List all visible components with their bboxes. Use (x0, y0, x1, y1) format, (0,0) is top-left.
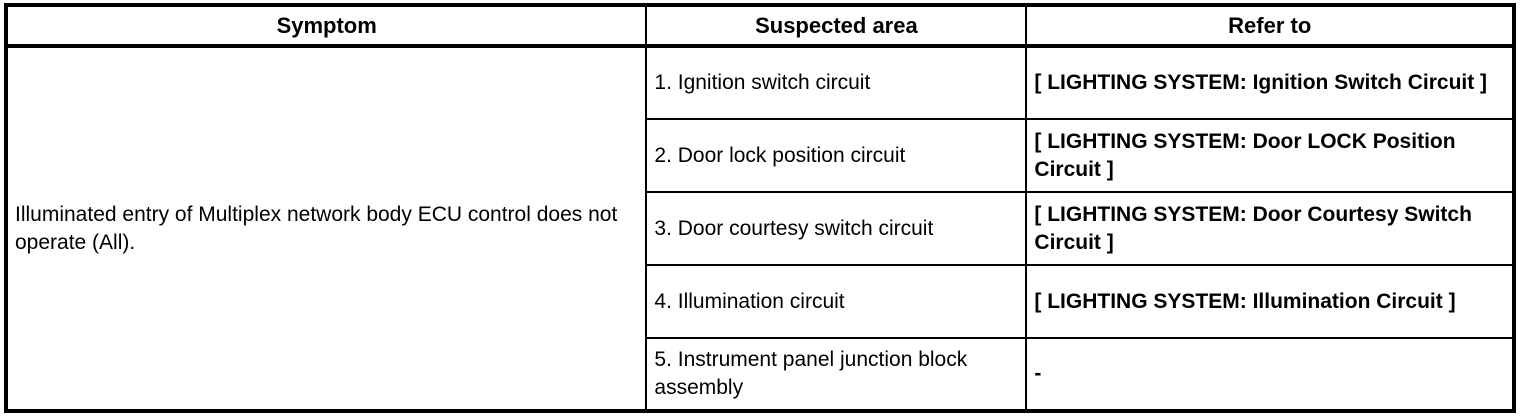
table-row: 4. Illumination circuit [ LIGHTING SYSTE… (6, 264, 1515, 339)
table-row: Illuminated entry of Multiplex network b… (4, 45, 1515, 412)
refer-to-cell: [ LIGHTING SYSTEM: Ignition Switch Circu… (1025, 45, 1515, 120)
table-row: 2. Door lock position circuit [ LIGHTING… (6, 118, 1515, 193)
refer-to-cell: - (1025, 337, 1515, 412)
symptom-diagnostic-table: Symptom Suspected area Refer to Illumina… (4, 3, 1516, 413)
suspected-area-cell: 4. Illumination circuit (645, 264, 1028, 339)
table-row: 5. Instrument panel junction block assem… (6, 337, 1515, 412)
column-header-symptom: Symptom (4, 4, 648, 48)
symptom-cell: Illuminated entry of Multiplex network b… (4, 45, 648, 412)
header-row: Symptom Suspected area Refer to (4, 4, 1515, 48)
column-header-suspected-area: Suspected area (645, 4, 1028, 48)
table-row: 3. Door courtesy switch circuit [ LIGHTI… (6, 191, 1515, 266)
suspected-area-cell: 2. Door lock position circuit (645, 118, 1028, 193)
refer-to-cell: [ LIGHTING SYSTEM: Illumination Circuit … (1025, 264, 1515, 339)
refer-to-cell: [ LIGHTING SYSTEM: Door LOCK Position Ci… (1025, 118, 1515, 193)
suspected-area-cell: 5. Instrument panel junction block assem… (645, 337, 1028, 412)
column-header-refer-to: Refer to (1025, 4, 1515, 48)
suspected-area-cell: 1. Ignition switch circuit (645, 45, 1028, 120)
refer-to-cell: [ LIGHTING SYSTEM: Door Courtesy Switch … (1025, 191, 1515, 266)
suspected-area-cell: 3. Door courtesy switch circuit (645, 191, 1028, 266)
